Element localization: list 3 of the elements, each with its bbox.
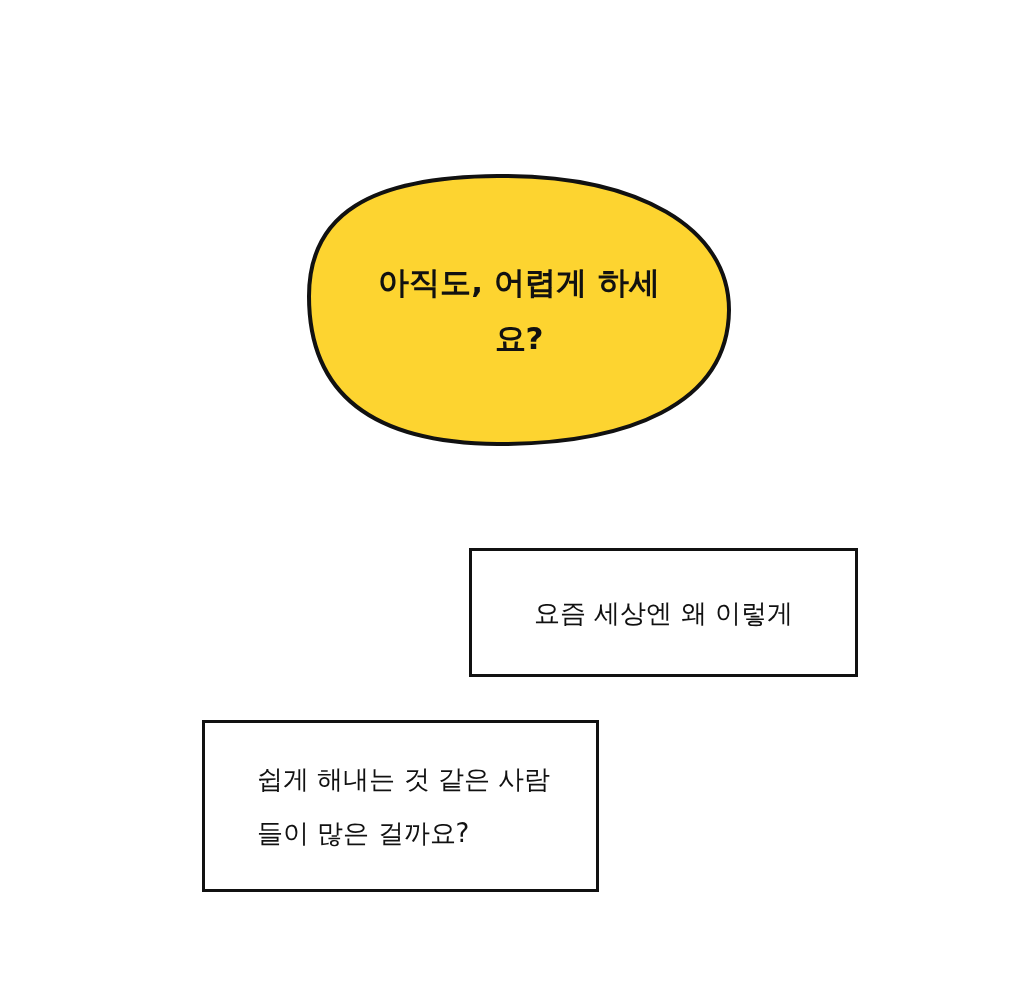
caption-box: 쉽게 해내는 것 같은 사람들이 많은 걸까요? [202,720,599,892]
speech-bubble: 아직도, 어렵게 하세요? [306,173,732,447]
caption-box: 요즘 세상엔 왜 이렇게 [469,548,858,677]
